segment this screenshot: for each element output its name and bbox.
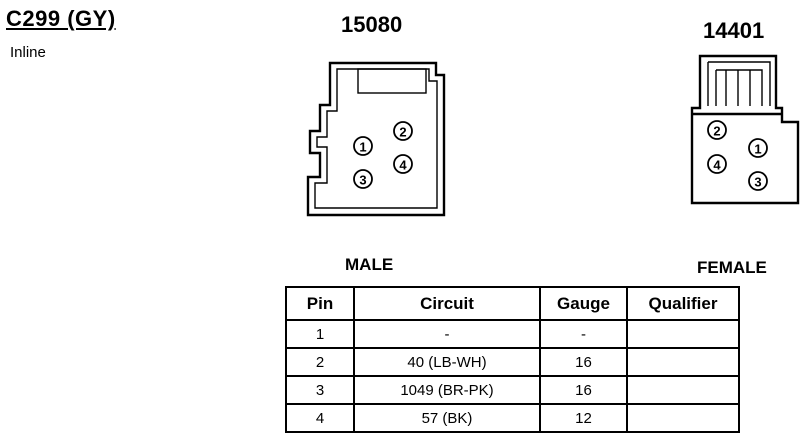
female-pin-3: 3 xyxy=(748,171,768,191)
connector-title: C299 (GY) xyxy=(6,6,116,31)
cell-pin: 4 xyxy=(285,403,355,433)
cell-qualifier xyxy=(626,375,740,405)
table-row: 3 1049 (BR-PK) 16 xyxy=(285,375,740,405)
svg-text:3: 3 xyxy=(754,175,761,190)
male-connector-diagram: 1 2 3 4 xyxy=(306,61,446,217)
table-header-row: Pin Circuit Gauge Qualifier xyxy=(285,286,740,321)
svg-text:4: 4 xyxy=(399,158,407,173)
cell-circuit: 57 (BK) xyxy=(353,403,541,433)
cell-gauge: 12 xyxy=(539,403,628,433)
header-gauge: Gauge xyxy=(539,286,628,321)
male-pin-4: 4 xyxy=(393,154,413,174)
cell-qualifier xyxy=(626,403,740,433)
cell-pin: 3 xyxy=(285,375,355,405)
male-housing-inner-wall xyxy=(314,68,438,209)
connector-location: Inline xyxy=(10,44,46,61)
header-circuit: Circuit xyxy=(353,286,541,321)
cell-gauge: 16 xyxy=(539,375,628,405)
cell-qualifier xyxy=(626,319,740,349)
svg-text:1: 1 xyxy=(359,140,366,155)
cell-pin: 1 xyxy=(285,319,355,349)
male-pin-3: 3 xyxy=(353,169,373,189)
svg-text:3: 3 xyxy=(359,173,366,188)
table-row: 2 40 (LB-WH) 16 xyxy=(285,347,740,377)
female-pin-1: 1 xyxy=(748,138,768,158)
svg-text:2: 2 xyxy=(399,125,406,140)
header-pin: Pin xyxy=(285,286,355,321)
cell-gauge: 16 xyxy=(539,347,628,377)
svg-text:2: 2 xyxy=(713,124,720,139)
svg-text:4: 4 xyxy=(713,158,721,173)
cell-circuit: 40 (LB-WH) xyxy=(353,347,541,377)
cell-qualifier xyxy=(626,347,740,377)
female-label: FEMALE xyxy=(697,258,767,277)
male-housing-outline xyxy=(306,61,446,217)
female-pin-2: 2 xyxy=(707,120,727,140)
female-housing-outline xyxy=(690,54,800,205)
table-row: 4 57 (BK) 12 xyxy=(285,403,740,433)
header-qualifier: Qualifier xyxy=(626,286,740,321)
cell-circuit: - xyxy=(353,319,541,349)
male-pin-2: 2 xyxy=(393,121,413,141)
table-row: 1 - - xyxy=(285,319,740,349)
female-part-number: 14401 xyxy=(703,18,765,43)
cell-circuit: 1049 (BR-PK) xyxy=(353,375,541,405)
female-pin-4: 4 xyxy=(707,154,727,174)
male-pin-1: 1 xyxy=(353,136,373,156)
female-connector-diagram: 2 1 4 3 xyxy=(690,54,800,205)
male-latch xyxy=(357,68,427,94)
male-label: MALE xyxy=(345,255,394,274)
cell-gauge: - xyxy=(539,319,628,349)
cell-pin: 2 xyxy=(285,347,355,377)
pinout-table: Pin Circuit Gauge Qualifier 1 - - 2 40 (… xyxy=(285,286,740,433)
female-latch xyxy=(707,61,771,106)
svg-text:1: 1 xyxy=(754,142,761,157)
male-part-number: 15080 xyxy=(341,12,403,37)
